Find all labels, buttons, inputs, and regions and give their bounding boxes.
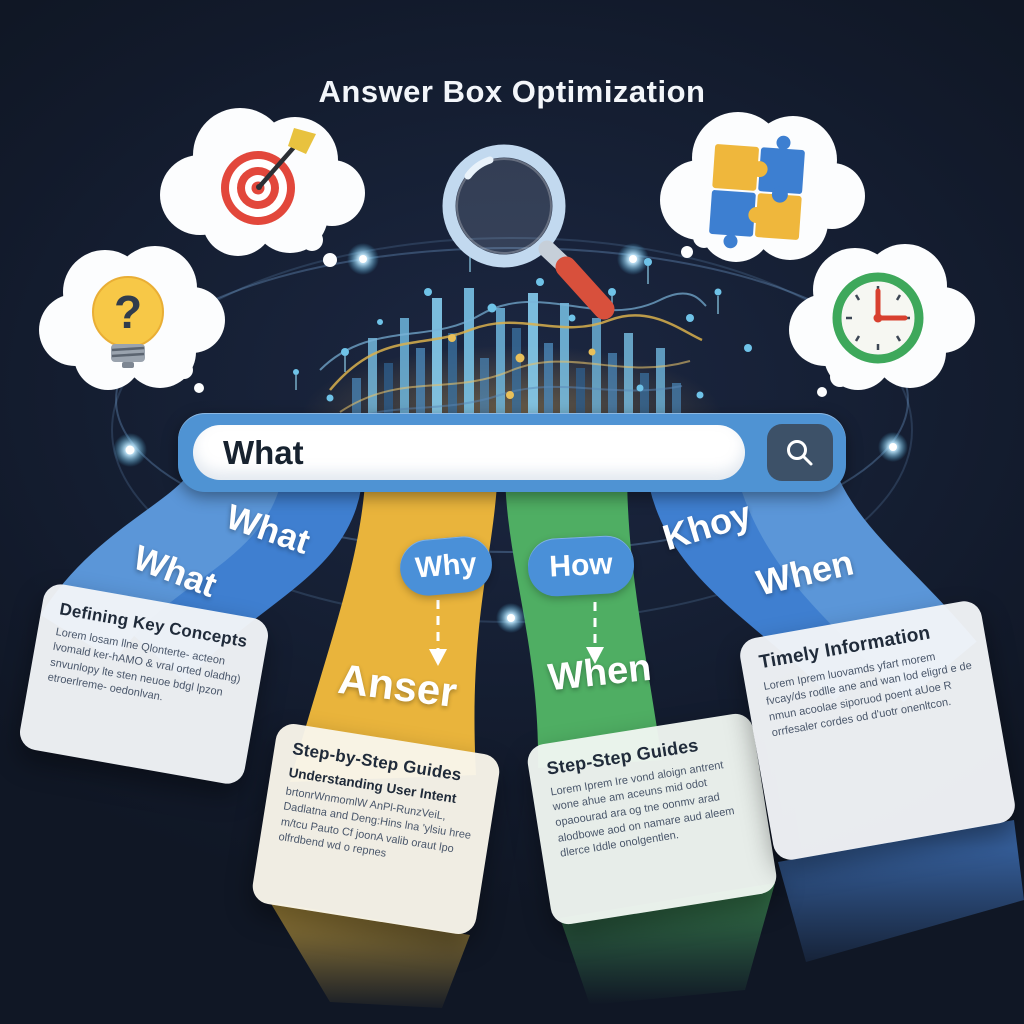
thought-cloud-lightbulb: ? bbox=[39, 246, 225, 393]
dashed-arrows bbox=[429, 600, 604, 666]
clock-icon bbox=[832, 272, 924, 364]
thought-cloud-clock bbox=[789, 244, 975, 397]
search-query-text: What bbox=[223, 434, 304, 471]
search-input[interactable]: What bbox=[193, 425, 745, 480]
card-step-step-guides: Step-Step Guides Lorem Iprem Ire vond al… bbox=[525, 711, 779, 927]
thought-cloud-target bbox=[160, 108, 365, 267]
magnifying-glass-icon bbox=[442, 144, 615, 320]
search-button[interactable] bbox=[767, 424, 833, 481]
card-step-by-step-guides: Step-by-Step Guides Understanding User I… bbox=[250, 721, 502, 937]
search-bar: What bbox=[178, 413, 846, 492]
lightbulb-question-icon: ? bbox=[92, 276, 164, 368]
svg-text:?: ? bbox=[114, 286, 142, 338]
search-icon bbox=[787, 439, 813, 465]
puzzle-pieces-icon bbox=[709, 135, 805, 249]
target-dart-icon bbox=[221, 128, 316, 225]
card-timely-information: Timely Information Lorem Iprem luovamds … bbox=[737, 598, 1018, 863]
ribbon-how-green bbox=[505, 468, 662, 768]
page-title: Answer Box Optimization bbox=[318, 74, 706, 109]
badge-how: How bbox=[526, 534, 636, 598]
glow-nodes bbox=[113, 243, 908, 633]
thought-cloud-puzzle bbox=[660, 112, 865, 262]
